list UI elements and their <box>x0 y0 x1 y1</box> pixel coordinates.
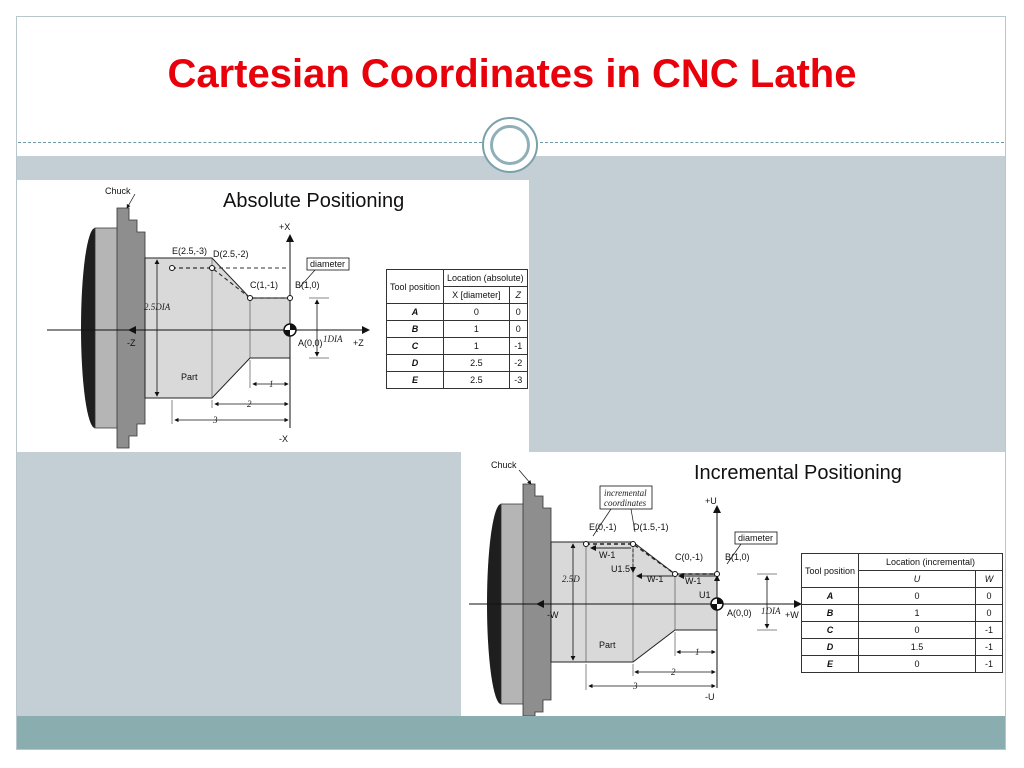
inc-chuck-jaws <box>522 483 552 716</box>
inc-label-minus-u: -U <box>705 692 715 702</box>
inc-label-pt-a: A(0,0) <box>727 608 752 618</box>
inc-label-u1: U1 <box>699 590 711 600</box>
abs-label-minus-z: -Z <box>127 338 136 348</box>
abs-dim-2: 2 <box>247 399 252 409</box>
inc-label-dia-small: 1DIA <box>761 606 781 616</box>
inc-label-pt-e: E(0,-1) <box>589 522 617 532</box>
inc-label-plus-w: +W <box>785 610 799 620</box>
abs-label-minus-x: -X <box>279 434 288 444</box>
inc-tool-path <box>586 543 717 575</box>
abs-th-tool: Tool position <box>385 269 445 304</box>
inc-label-w1-a: W-1 <box>599 550 615 560</box>
inc-label-coordinates: coordinates <box>604 498 647 508</box>
title-divider-right <box>540 142 1004 143</box>
abs-part <box>144 257 291 399</box>
abs-tool-path <box>172 267 290 299</box>
absolute-heading: Absolute Positioning <box>223 190 405 212</box>
abs-label-dia-large: 2.5DIA <box>144 302 171 312</box>
abs-chuck-jaws <box>116 207 146 449</box>
abs-dim-1: 1 <box>269 379 274 389</box>
incremental-heading: Incremental Positioning <box>694 462 902 484</box>
abs-label-diameter: diameter <box>310 259 345 269</box>
inc-label-pt-c: C(0,-1) <box>675 552 703 562</box>
abs-th-z: Z <box>508 286 528 304</box>
inc-dim-2: 2 <box>671 667 676 677</box>
inc-label-chuck: Chuck <box>491 460 517 470</box>
title-divider-left <box>18 142 482 143</box>
abs-label-part: Part <box>181 372 198 382</box>
inc-th-group: Location (incremental) <box>858 553 1004 571</box>
abs-label-pt-e: E(2.5,-3) <box>172 246 207 256</box>
bottom-band <box>17 716 1005 749</box>
inc-dim-1: 1 <box>695 647 700 657</box>
abs-label-chuck: Chuck <box>105 186 131 196</box>
inc-th-w: W <box>975 570 1004 588</box>
inc-th-tool: Tool position <box>800 553 860 588</box>
abs-label-pt-d: D(2.5,-2) <box>213 249 249 259</box>
abs-th-x: X [diameter] <box>443 286 510 304</box>
inc-label-w1-c: W-1 <box>685 576 701 586</box>
abs-label-pt-a: A(0,0) <box>298 338 323 348</box>
abs-th-group: Location (absolute) <box>443 269 528 287</box>
divider-ring-inner <box>490 125 530 165</box>
inc-label-minus-w: -W <box>547 610 559 620</box>
incremental-diagram: Chuck +U -U -W +W incremental coordinate… <box>469 460 802 716</box>
inc-label-part: Part <box>599 640 616 650</box>
slide-title: Cartesian Coordinates in CNC Lathe <box>167 52 857 96</box>
inc-label-plus-u: +U <box>705 496 717 506</box>
abs-label-plus-z: +Z <box>353 338 364 348</box>
absolute-diagram: Chuck +X -X -Z +Z diameter 2.5DIA 1DIA P… <box>47 186 370 449</box>
inc-label-w1-b: W-1 <box>647 574 663 584</box>
abs-label-pt-c: C(1,-1) <box>250 280 278 290</box>
inc-label-diameter: diameter <box>738 533 773 543</box>
abs-label-dia-small: 1DIA <box>323 334 343 344</box>
inc-th-u: U <box>858 570 977 588</box>
abs-label-pt-b: B(1,0) <box>295 280 320 290</box>
absolute-position-table: Tool position Location (absolute) X [dia… <box>385 269 528 389</box>
abs-dim-3: 3 <box>212 415 218 425</box>
inc-label-dia-large: 2.5D <box>562 574 580 584</box>
abs-label-plus-x: +X <box>279 222 290 232</box>
inc-label-pt-b: B(1,0) <box>725 552 750 562</box>
inc-label-pt-d: D(1.5,-1) <box>633 522 669 532</box>
incremental-panel: Incremental Positioning <box>461 452 1005 716</box>
inc-label-incremental: incremental <box>604 488 647 498</box>
incremental-position-table: Tool position Location (incremental) U W… <box>800 553 1004 673</box>
absolute-panel: Absolute Positioning <box>17 180 529 452</box>
inc-label-u15: U1.5 <box>611 564 630 574</box>
inc-dim-3: 3 <box>632 681 638 691</box>
